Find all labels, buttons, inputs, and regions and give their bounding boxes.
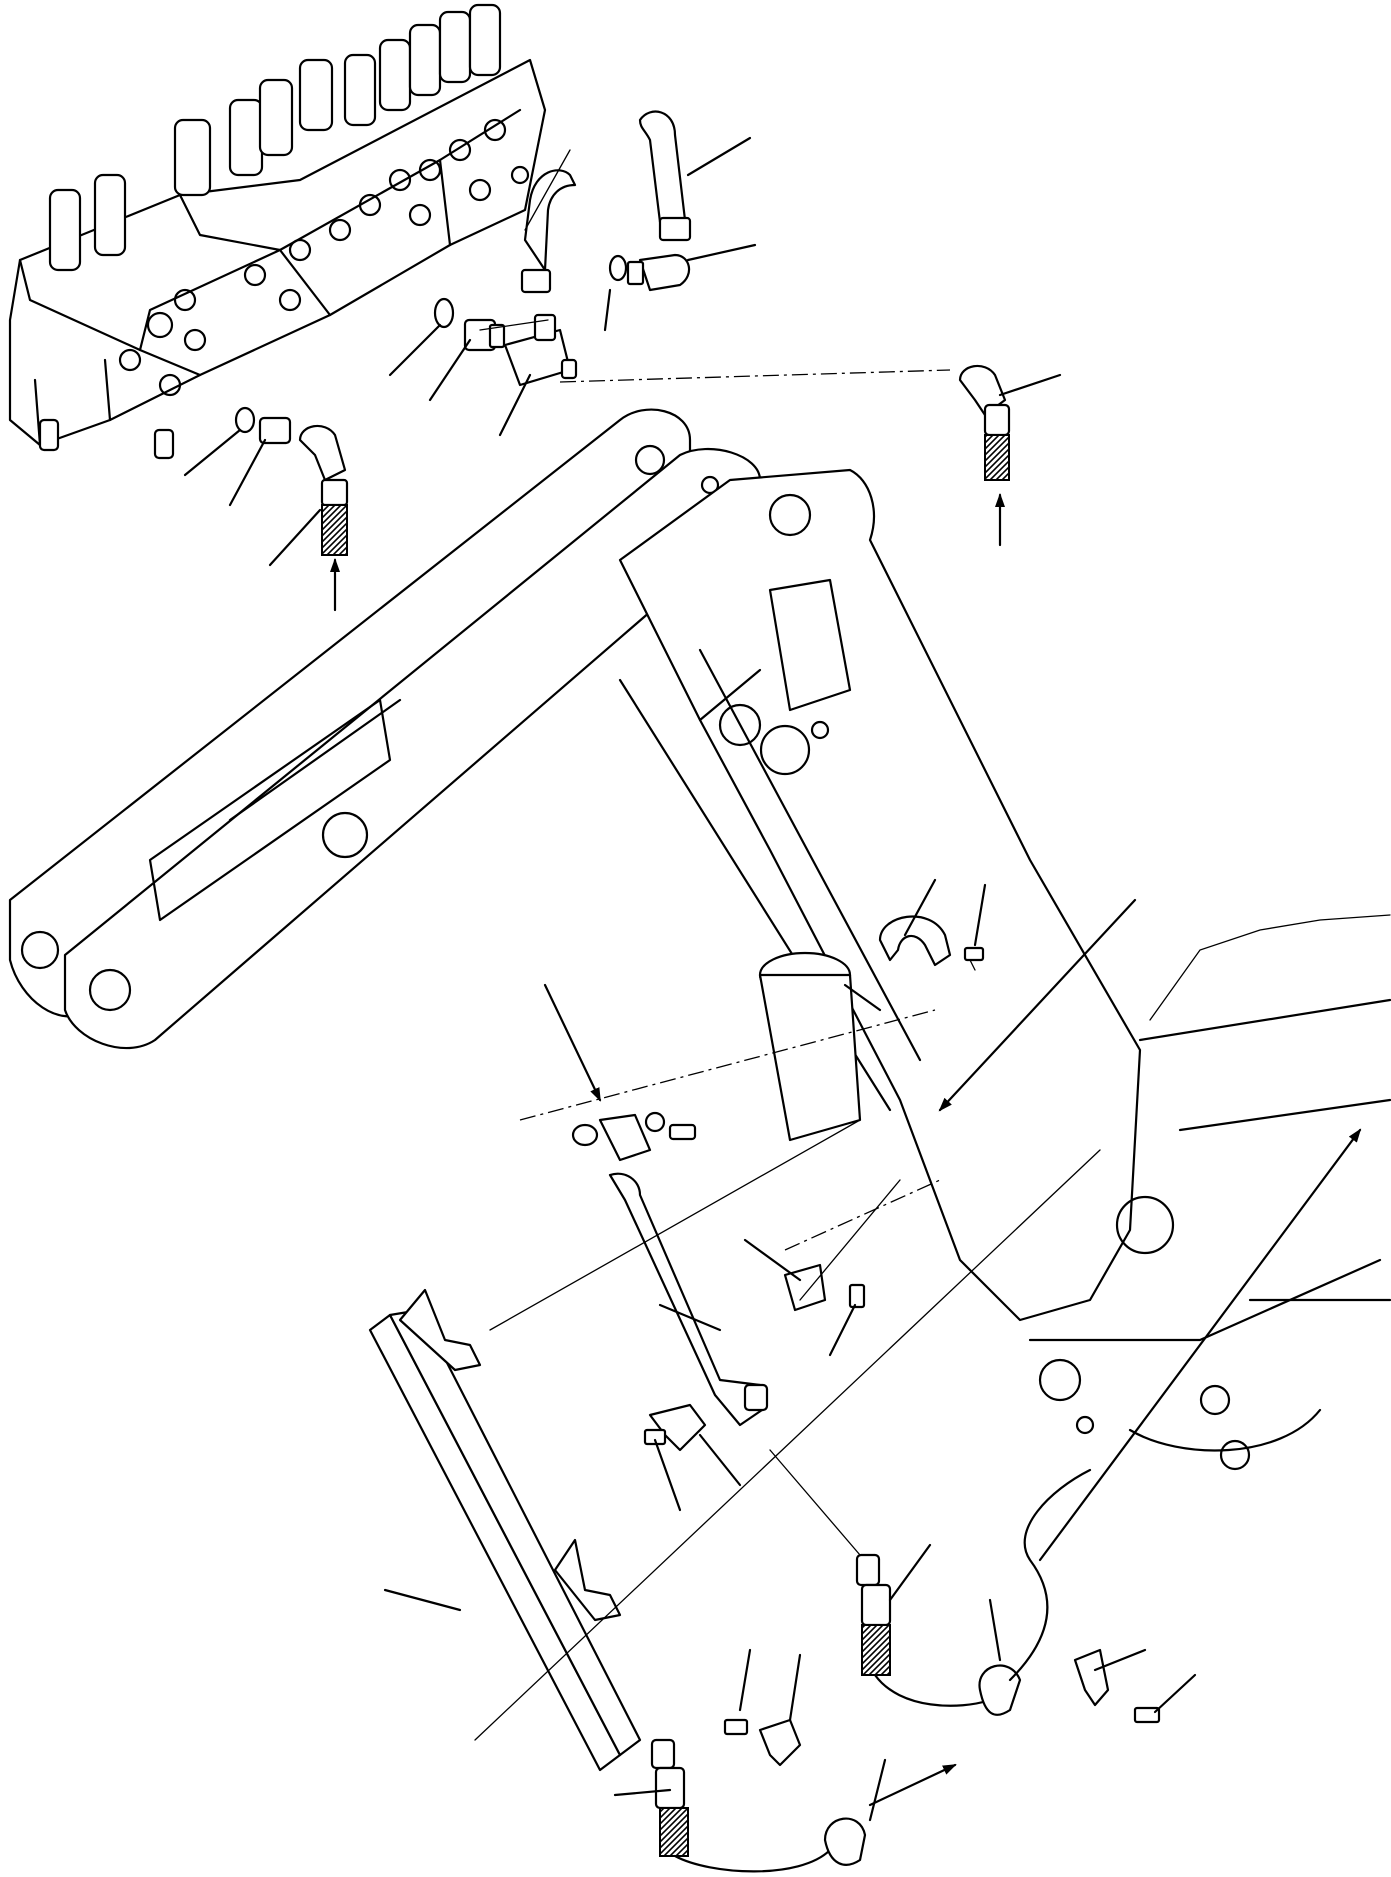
lower-hose-right [855, 1468, 1092, 1716]
steel-pipe [608, 1172, 769, 1427]
elbow-fitting [626, 253, 691, 292]
tee-fitting [503, 313, 578, 387]
right-hose-end [958, 364, 1011, 481]
pipe-clamp-middle [783, 1263, 866, 1312]
lower-clamp-pair [723, 1718, 802, 1767]
guard-plate [368, 1288, 642, 1772]
boom-arm [8, 408, 812, 1050]
upper-right-pipe-fittings [433, 110, 951, 387]
lower-hose-left [650, 1738, 867, 1873]
flow-arrows [330, 493, 1362, 1807]
pipe-clamp-top [878, 915, 985, 971]
valve-bottom-fittings [38, 418, 175, 460]
assembly-lines [474, 1009, 1101, 1741]
boom-cylinder [758, 951, 882, 1142]
callout-leaders [183, 136, 1197, 1822]
control-valve-block [8, 3, 547, 460]
small-bracket [643, 1403, 707, 1452]
flange-fitting [571, 1111, 697, 1162]
adapter-fitting [463, 318, 506, 352]
valve-ports [118, 118, 530, 397]
main-boom [618, 468, 1391, 1471]
valve-spools [48, 3, 502, 272]
left-hose-end [234, 406, 349, 556]
right-clamp [1073, 1648, 1161, 1724]
